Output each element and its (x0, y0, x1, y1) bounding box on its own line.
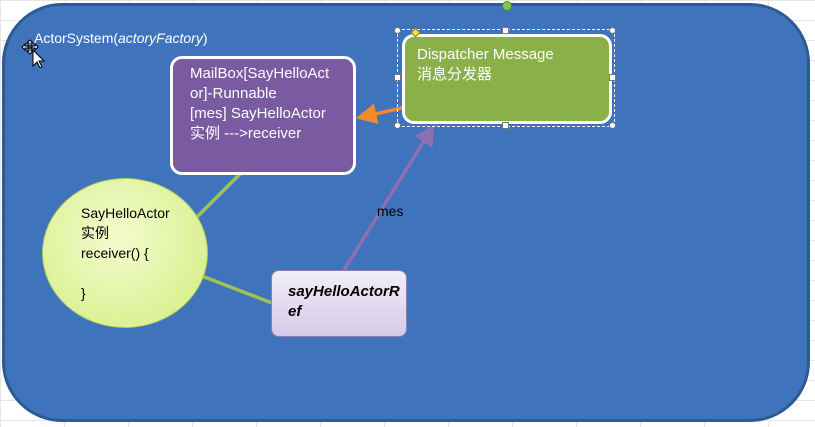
actor-text-line: receiver() { (81, 245, 149, 261)
say-hello-actor-node[interactable]: SayHelloActor 实例 receiver() { } (42, 178, 208, 328)
resize-handle[interactable] (502, 122, 509, 129)
ref-text-line: sayHelloActorR (288, 283, 400, 300)
resize-handle[interactable] (394, 27, 401, 34)
move-cursor-icon (21, 39, 45, 68)
actor-text-line: } (81, 285, 86, 301)
mailbox-text-line: 实例 --->receiver (190, 125, 302, 142)
actor-system-label: ActorSystem(actoryFactory) (34, 30, 208, 46)
resize-handle[interactable] (394, 74, 401, 81)
actor-text-line (81, 263, 207, 283)
mailbox-text-line: MailBox[SayHelloAct (190, 65, 330, 82)
actor-text-line: SayHelloActor (81, 205, 170, 221)
actor-text-line: 实例 (81, 225, 109, 241)
actor-ref-node[interactable]: sayHelloActorR ef (271, 270, 407, 337)
resize-handle[interactable] (609, 74, 616, 81)
dispatcher-node[interactable]: Dispatcher Message 消息分发器 (402, 34, 612, 124)
mailbox-text-line: [mes] SayHelloActor (190, 105, 326, 122)
mes-edge-label: mes (377, 203, 404, 219)
mailbox-node[interactable]: MailBox[SayHelloAct or]-Runnable [mes] S… (170, 56, 356, 175)
resize-handle[interactable] (609, 27, 616, 34)
resize-handle[interactable] (609, 122, 616, 129)
resize-handle[interactable] (502, 27, 509, 34)
ref-text-line: ef (288, 303, 302, 320)
resize-handle[interactable] (394, 122, 401, 129)
dispatcher-text-line: 消息分发器 (417, 66, 493, 83)
rotate-handle[interactable] (502, 1, 512, 11)
ref-to-actor-connector[interactable] (201, 274, 273, 305)
dispatcher-text-line: Dispatcher Message (417, 46, 554, 63)
ref-to-dispatcher-arrow[interactable] (342, 124, 435, 271)
mailbox-text-line: or]-Runnable (190, 85, 277, 102)
